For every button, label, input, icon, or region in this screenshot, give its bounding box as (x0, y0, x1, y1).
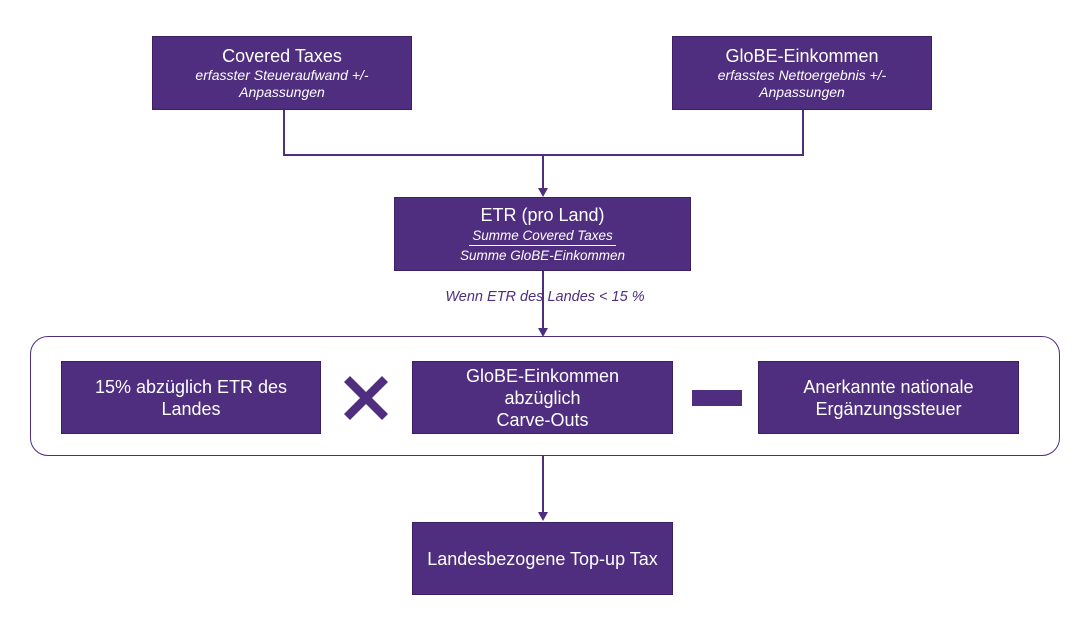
arrow-to-group (538, 328, 548, 337)
income-less-carveouts-line-2: abzüglich (504, 387, 581, 408)
arrow-to-result (538, 512, 548, 521)
globe-income-box: GloBE-Einkommen erfasstes Nettoergebnis … (672, 36, 932, 110)
calculation-group (30, 336, 1060, 456)
rate-difference-line-1: 15% abzüglich ETR des (94, 376, 288, 397)
multiply-icon (344, 376, 388, 420)
globe-income-subtitle-1: erfasstes Nettoergebnis +/- (717, 67, 887, 83)
rate-difference-box: 15% abzüglich ETR des Landes (61, 361, 321, 434)
connector-to-etr (542, 154, 544, 188)
covered-taxes-subtitle-1: erfasster Steueraufwand +/- (195, 67, 369, 83)
domestic-tax-box: Anerkannte nationale Ergänzungssteuer (758, 361, 1019, 434)
etr-box: ETR (pro Land) Summe Covered Taxes Summe… (394, 197, 691, 271)
connector-right-down (802, 110, 804, 155)
globe-income-subtitle-2: Anpassungen (759, 84, 845, 100)
condition-label: Wenn ETR des Landes < 15 % (445, 289, 645, 305)
connector-group-to-result (542, 456, 544, 513)
domestic-tax-line-2: Ergänzungssteuer (815, 398, 962, 419)
arrow-to-etr (538, 188, 548, 197)
connector-etr-to-group (542, 271, 544, 329)
minus-icon (692, 390, 742, 406)
covered-taxes-title: Covered Taxes (222, 46, 342, 66)
domestic-tax-line-1: Anerkannte nationale (803, 376, 974, 397)
connector-horizontal (283, 154, 804, 156)
connector-left-down (283, 110, 285, 155)
result-title: Landesbezogene Top-up Tax (427, 548, 658, 569)
income-less-carveouts-box: GloBE-Einkommen abzüglich Carve-Outs (412, 361, 673, 434)
income-less-carveouts-line-3: Carve-Outs (496, 409, 589, 430)
globe-income-title: GloBE-Einkommen (725, 46, 879, 66)
rate-difference-line-2: Landes (161, 398, 221, 419)
result-box: Landesbezogene Top-up Tax (412, 522, 673, 595)
etr-numerator: Summe Covered Taxes (469, 228, 616, 246)
etr-title: ETR (pro Land) (480, 205, 605, 225)
etr-denominator: Summe GloBE-Einkommen (459, 248, 626, 263)
covered-taxes-subtitle-2: Anpassungen (239, 84, 325, 100)
income-less-carveouts-line-1: GloBE-Einkommen (465, 365, 620, 386)
covered-taxes-box: Covered Taxes erfasster Steueraufwand +/… (152, 36, 412, 110)
